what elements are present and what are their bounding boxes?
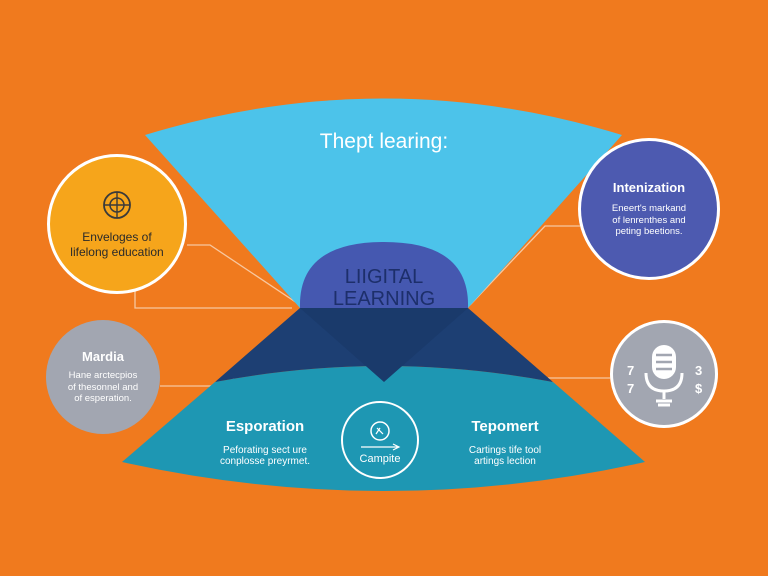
campite-circle: Campite [341, 401, 419, 479]
band-right-line-1: Cartings tife tool [468, 445, 542, 456]
top-funnel [145, 98, 622, 308]
microphone-icon [644, 345, 684, 407]
globe-icon [103, 191, 131, 219]
bubble-lifelong-education: Enveloges of lifelong education [47, 154, 187, 294]
band-right-line-2: artings lection [474, 456, 536, 467]
dome-shadow [300, 308, 468, 382]
mic-number-bottom-left: 7 [627, 381, 635, 396]
dome-line-2: LEARNING [332, 288, 436, 310]
connector-top-left [187, 244, 301, 306]
bubble-tr-line-2: of lenrenthes and [612, 214, 686, 226]
mic-number-right: 3 [695, 363, 703, 378]
connector-top-right [469, 225, 580, 306]
dome-text: LIIGITAL LEARNING [300, 266, 468, 310]
center-dome [299, 242, 469, 308]
mic-dollar-sign: $ [695, 381, 703, 396]
bubble-tl-line-2: lifelong education [70, 245, 164, 259]
bubble-tr-line-3: peting beetions. [615, 226, 683, 238]
bubble-microphone: 7 7 3 $ [610, 320, 718, 428]
bubble-ml-line-1: Hane arctecpios [68, 369, 138, 381]
dome-line-1: LIIGITAL [344, 266, 424, 288]
bubble-ml-line-2: of thesonnel and [67, 381, 139, 393]
bubble-intenization: Intenization Eneert's markand of lenrent… [578, 138, 720, 280]
mic-number-top-left: 7 [627, 363, 635, 378]
band-right-title: Tepomert [471, 418, 539, 435]
campite-label: Campite [359, 453, 401, 465]
compass-icon [361, 421, 401, 451]
bubble-tr-title: Intenization [612, 179, 686, 195]
band-left-line-1: Peforating sect ure [223, 445, 307, 456]
funnel-title: Thept learing: [250, 130, 518, 154]
bubble-tl-line-1: Enveloges of [82, 230, 152, 244]
band-right-block: Tepomert Cartings tife tool artings lect… [430, 418, 580, 467]
bubble-tr-line-1: Eneert's markand [611, 202, 687, 214]
band-left-title: Esporation [225, 418, 305, 435]
band-left-line-2: conplosse preyrmet. [219, 456, 311, 467]
bubble-ml-line-3: of esperation. [74, 393, 132, 405]
bubble-mardia: Mardia Hane arctecpios of thesonnel and … [46, 320, 160, 434]
bubble-ml-title: Mardia [82, 348, 124, 364]
funnel-title-text: Thept learing: [319, 130, 449, 153]
band-left-block: Esporation Peforating sect ure conplosse… [190, 418, 340, 467]
